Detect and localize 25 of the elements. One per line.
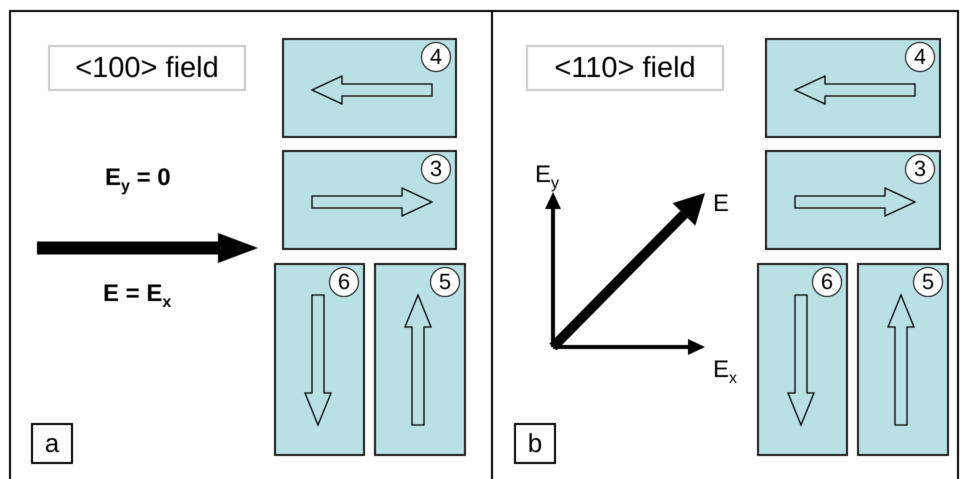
field-symbol: E$_{y}$ [535, 161, 560, 193]
callout-number: 5 [913, 267, 943, 297]
field-symbol: E$_{x}$ [713, 356, 738, 388]
domain-box [374, 263, 466, 456]
field-label: <110> field [526, 45, 724, 91]
domain-box [765, 150, 941, 250]
callout-number: 5 [430, 267, 460, 297]
domain-box [282, 150, 457, 250]
callout-number: 6 [329, 267, 359, 297]
callout-number: 3 [421, 154, 451, 184]
domain-box [757, 263, 848, 456]
callout-number: 3 [905, 154, 935, 184]
panel-label: a [31, 423, 73, 464]
panel-label: b [514, 423, 556, 464]
callout-number: 6 [812, 267, 842, 297]
field-symbol: E$_{y}$ = 0 [105, 164, 171, 196]
domain-box [282, 38, 457, 138]
callout-number: 4 [421, 42, 451, 72]
domain-box [765, 38, 941, 138]
domain-box [274, 263, 365, 456]
callout-number: 4 [905, 42, 935, 72]
domain-box [857, 263, 949, 456]
field-label: <100> field [48, 45, 246, 91]
field-symbol: E = E$_{x}$ [103, 280, 172, 312]
field-symbol: E [713, 190, 730, 218]
